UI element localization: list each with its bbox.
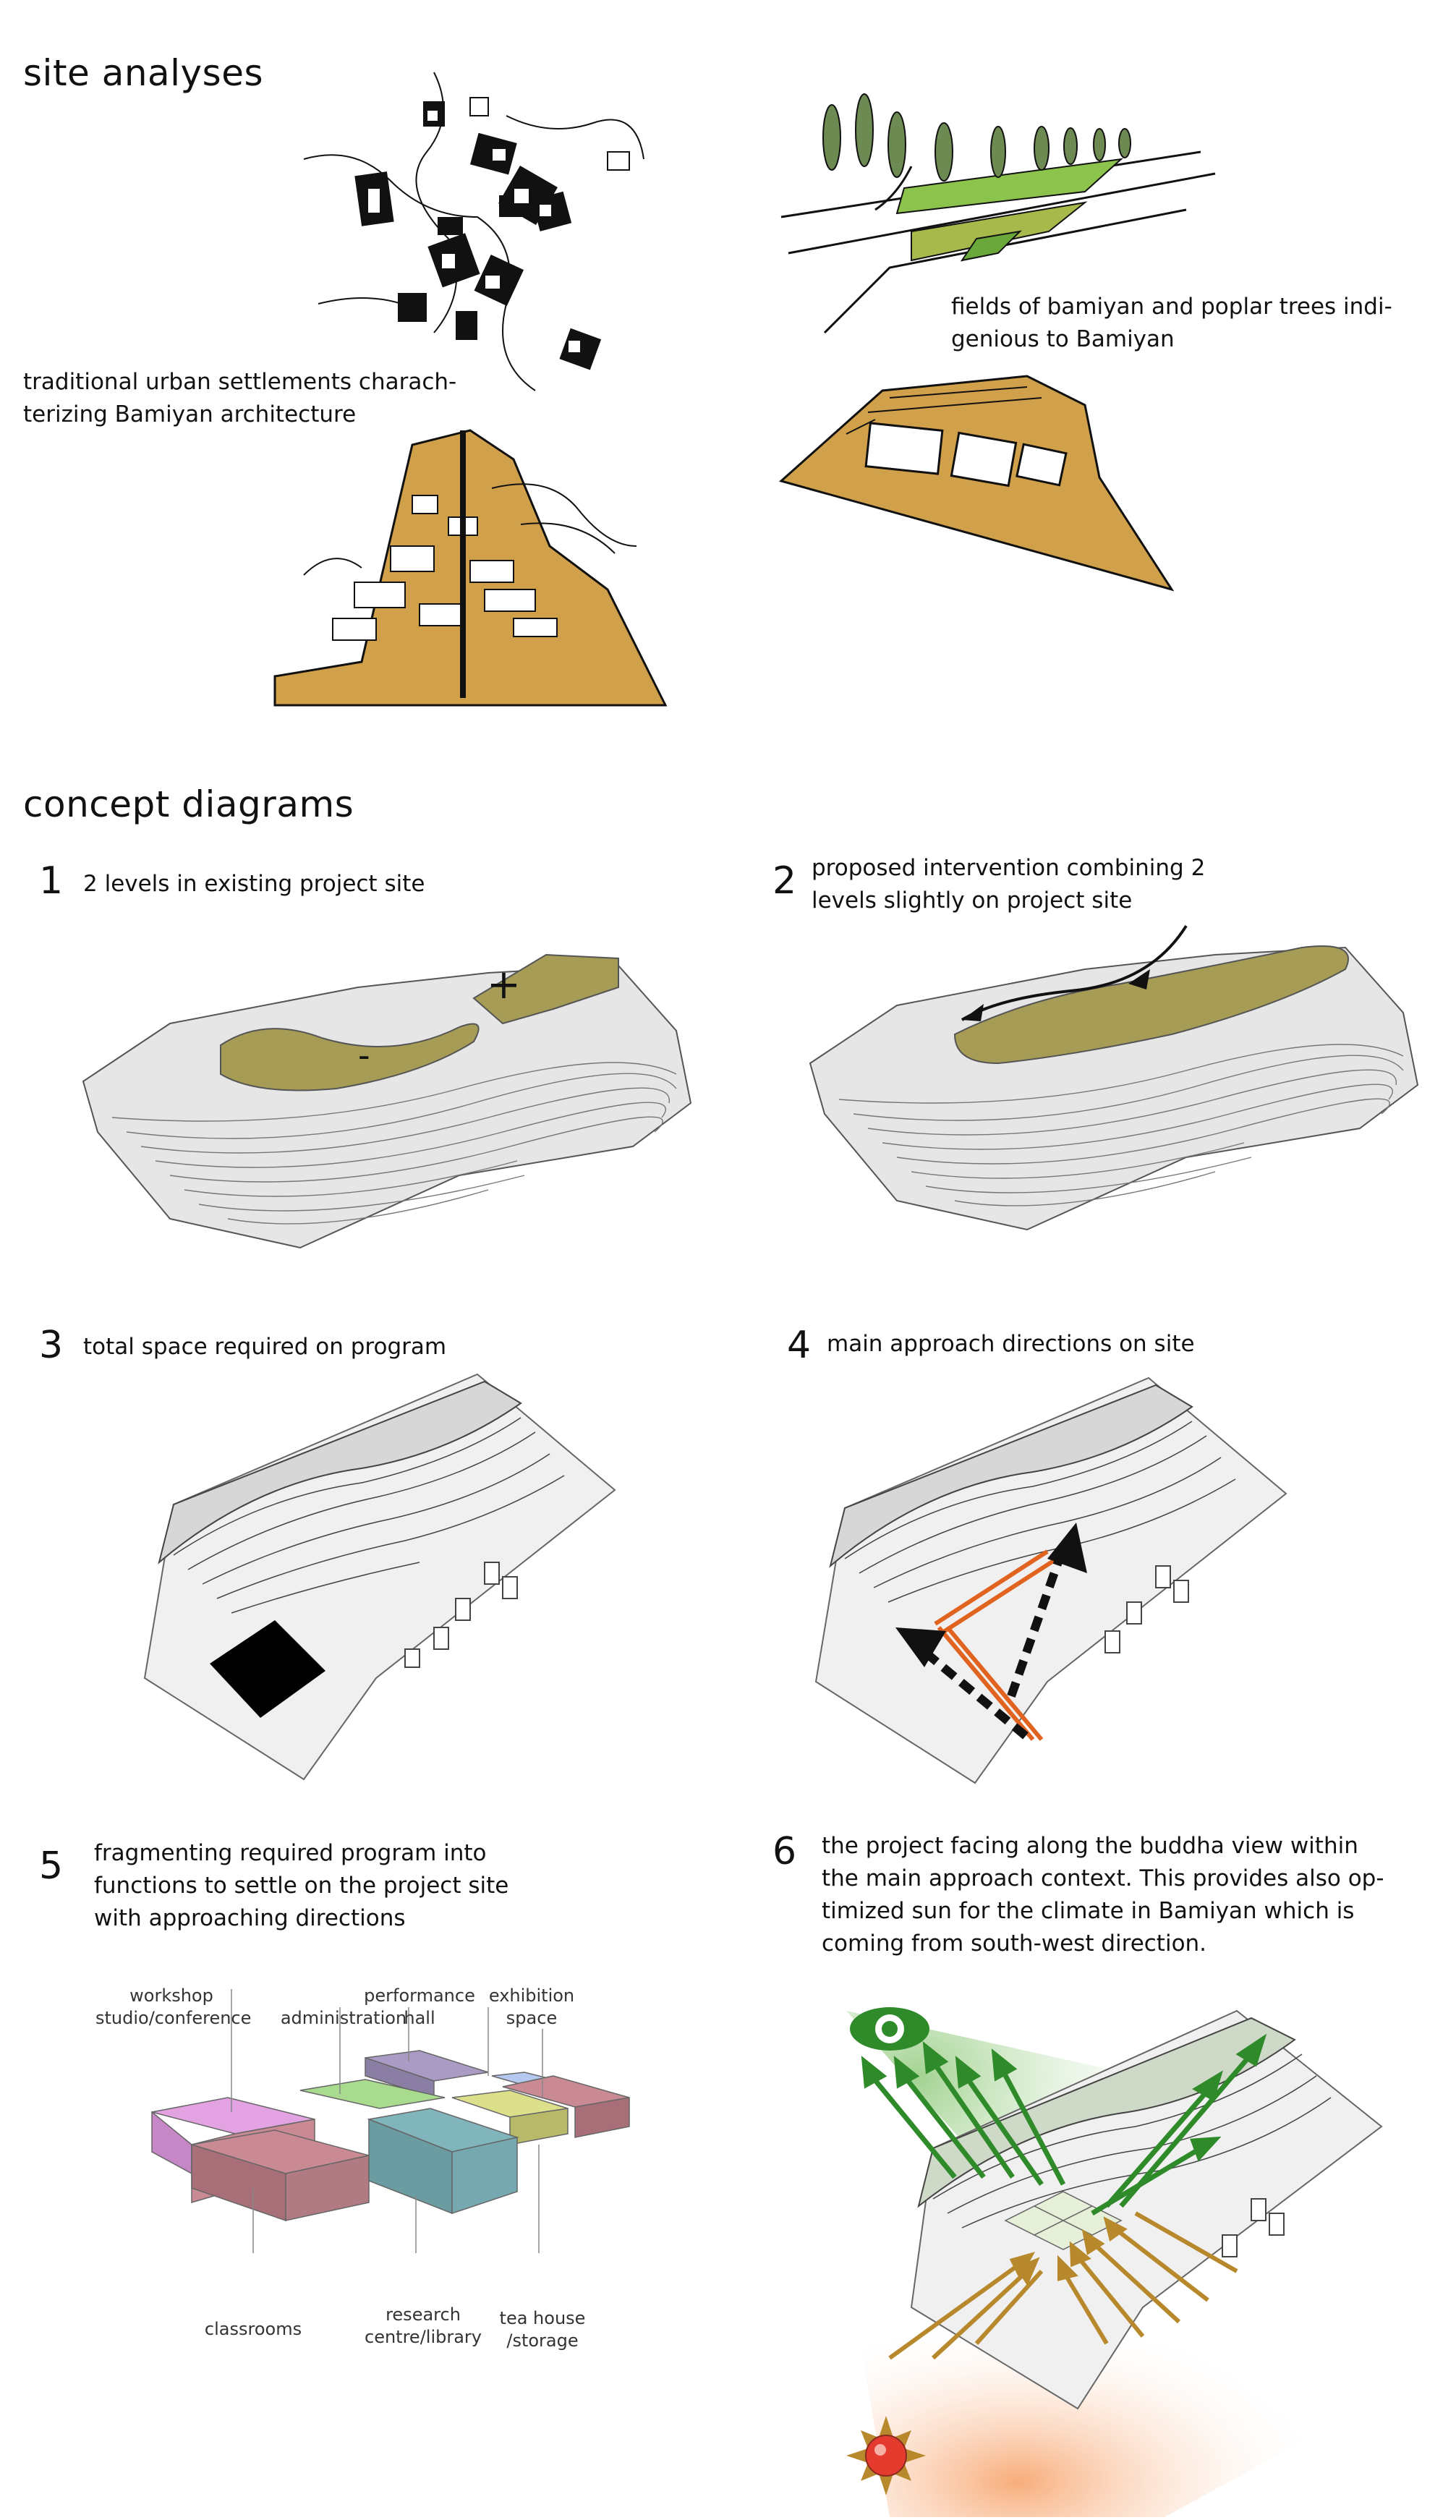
fields-caption-line: genious to Bamiyan (951, 326, 1175, 352)
eye-icon (850, 2007, 929, 2051)
label-research-line: research (386, 2304, 461, 2325)
step-1-caption-line: 2 levels in existing project site (83, 871, 425, 897)
step-4-caption: main approach directions on site (827, 1328, 1195, 1361)
label-exhibition-line: exhibition (488, 1985, 575, 2006)
step-5-number: 5 (39, 1844, 64, 1888)
label-teahouse: tea house /storage (492, 2307, 593, 2352)
label-exhibition: exhibition space (481, 1985, 582, 2030)
label-administration-line: administration (280, 2008, 407, 2028)
step-6-caption: the project facing along the buddha view… (822, 1830, 1384, 1960)
label-classrooms: classrooms (192, 2318, 315, 2341)
ochre-terrain-sketch (778, 375, 1175, 592)
step-5-caption-line: functions to settle on the project site (94, 1873, 509, 1899)
label-workshop: workshop studio/conference (95, 1985, 252, 2030)
fields-caption: fields of bamiyan and poplar trees indi-… (951, 291, 1392, 356)
settlement-plan-sketch (303, 72, 644, 391)
label-workshop-line: studio/conference (95, 2008, 252, 2028)
step-4-caption-line: main approach directions on site (827, 1331, 1195, 1357)
settlement-caption-line: terizing Bamiyan architecture (23, 401, 357, 427)
settlement-caption-line: traditional urban settlements charach- (23, 369, 457, 395)
step-4-approach-diagram (814, 1376, 1287, 1784)
step-2-terrain-diagram (809, 924, 1419, 1231)
label-teahouse-line: /storage (506, 2330, 579, 2351)
step-5-caption-line: fragmenting required program into (94, 1840, 487, 1866)
step-5-caption-line: with approaching directions (94, 1905, 406, 1931)
step-6-caption-line: the project facing along the buddha view… (822, 1833, 1358, 1859)
step-1-terrain-diagram: + - (82, 953, 692, 1249)
step-1-plus-sign: + (487, 961, 521, 1008)
sun-icon (846, 2416, 926, 2495)
concept-diagrams-heading: concept diagrams (23, 783, 354, 825)
label-performance-line: performance (364, 1985, 475, 2006)
step-4-number: 4 (787, 1324, 812, 1367)
label-exhibition-line: space (506, 2008, 558, 2028)
step-6-orientation-diagram (846, 2007, 1383, 2517)
step-6-caption-line: timized sun for the climate in Bamiyan w… (822, 1898, 1355, 1924)
label-research: research centre/library (362, 2304, 485, 2349)
step-3-site-diagram (143, 1373, 616, 1781)
step-2-caption-line: levels slightly on project site (812, 887, 1133, 914)
settlement-elevation-sketch (273, 429, 668, 707)
step-2-number: 2 (772, 859, 797, 903)
label-teahouse-line: tea house (499, 2308, 586, 2328)
label-performance-line: hall (404, 2008, 435, 2028)
step-3-caption-line: total space required on program (83, 1334, 447, 1360)
settlement-caption: traditional urban settlements charach- t… (23, 366, 456, 431)
label-workshop-line: workshop (129, 1985, 213, 2006)
label-classrooms-line: classrooms (204, 2319, 302, 2339)
label-administration: administration (264, 2007, 423, 2030)
fields-caption-line: fields of bamiyan and poplar trees indi- (951, 294, 1392, 320)
label-performance: performance hall (362, 1985, 477, 2030)
step-6-caption-line: coming from south-west direction. (822, 1931, 1207, 1957)
site-analyses-heading: site analyses (23, 52, 264, 94)
step-1-number: 1 (39, 859, 64, 903)
step-3-caption: total space required on program (83, 1331, 446, 1363)
step-2-caption-line: proposed intervention combining 2 (812, 855, 1206, 881)
step-5-program-blocks (151, 1989, 630, 2253)
label-research-line: centre/library (365, 2327, 482, 2347)
step-2-caption: proposed intervention combining 2 levels… (812, 852, 1205, 917)
step-5-caption: fragmenting required program into functi… (94, 1837, 508, 1935)
step-3-number: 3 (39, 1324, 64, 1367)
step-6-number: 6 (772, 1830, 797, 1873)
step-1-caption: 2 levels in existing project site (83, 868, 425, 901)
step-6-caption-line: the main approach context. This provides… (822, 1865, 1384, 1891)
step-1-minus-sign: - (358, 1036, 370, 1075)
fields-poplar-sketch (780, 93, 1216, 334)
